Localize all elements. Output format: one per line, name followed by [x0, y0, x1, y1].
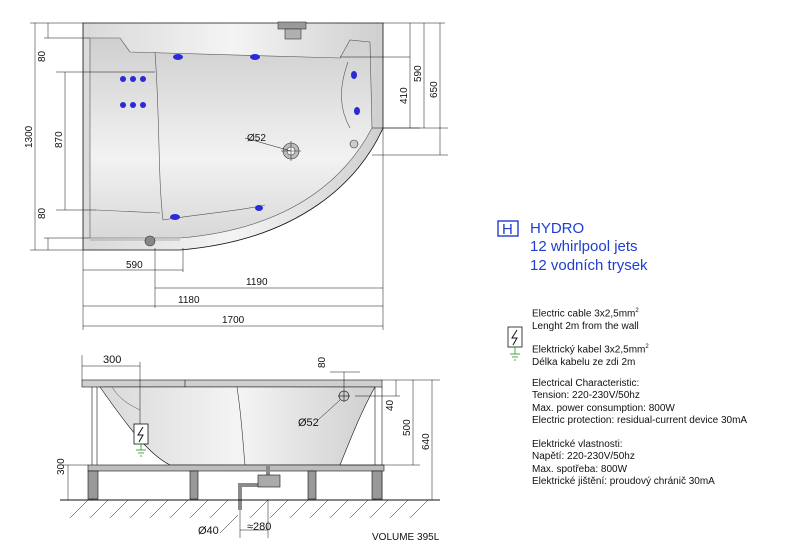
dim-1190: 1190	[246, 277, 268, 288]
electric-cable-cz: Elektrický kabel 3x2,5mm2 Délka kabelu z…	[532, 341, 649, 369]
side-dim-80: 80	[317, 356, 328, 368]
pipe-label: Ø40	[198, 525, 219, 537]
jet-icon	[120, 76, 126, 82]
dim-1300: 1300	[24, 125, 35, 148]
char-cz-power: Max. spotřeba: 800W	[532, 463, 628, 475]
electrical-characteristic-cz: Elektrické vlastnosti: Napětí: 220-230V/…	[532, 439, 715, 489]
char-en-protection: Electric protection: residual-current de…	[532, 415, 748, 427]
hydro-legend: H HYDRO 12 whirlpool jets 12 vodních try…	[497, 220, 648, 274]
dim-1180: 1180	[178, 295, 200, 306]
jet-icon	[140, 102, 146, 108]
volume-label: VOLUME 395L	[372, 532, 440, 543]
faucet-icon	[277, 21, 307, 40]
overflow-icon	[144, 235, 156, 247]
jet-icon	[170, 214, 180, 220]
char-cz-protection: Elektrické jištění: proudový chránič 30m…	[532, 476, 715, 488]
pipe-distance: ≈280	[247, 521, 271, 533]
electrical-characteristic-en: Electrical Characteristic: Tension: 220-…	[532, 378, 747, 428]
jet-icon	[250, 54, 260, 60]
jet-icon	[255, 205, 263, 211]
cable-en-sup: 2	[635, 308, 639, 314]
side-drain-label: Ø52	[298, 417, 319, 429]
jet-icon	[120, 102, 126, 108]
dim-bottom-80: 80	[37, 207, 48, 219]
length-cz: Délka kabelu ze zdi 2m	[532, 356, 636, 368]
floor-hatch	[69, 499, 429, 519]
whirlpool-jets	[120, 54, 360, 220]
dim-590-bottom: 590	[126, 260, 143, 271]
side-dim-300-left: 300	[56, 458, 67, 475]
side-dim-640: 640	[421, 433, 432, 450]
hydro-jets-en: 12 whirlpool jets	[530, 238, 638, 255]
cable-cz-sup: 2	[645, 344, 649, 350]
top-view	[82, 21, 384, 251]
top-dimensions	[30, 22, 448, 330]
char-cz-title: Elektrické vlastnosti:	[532, 439, 623, 450]
char-en-title: Electrical Characteristic:	[532, 378, 640, 389]
drain-pipe	[238, 465, 270, 510]
cable-cz: Elektrický kabel 3x2,5mm	[532, 344, 646, 356]
drain-label: Ø52	[247, 133, 266, 144]
dim-410: 410	[399, 87, 410, 104]
jet-icon	[351, 71, 357, 79]
jet-icon	[130, 102, 136, 108]
dim-1700: 1700	[222, 315, 245, 326]
char-en-tension: Tension: 220-230V/50hz	[532, 390, 640, 402]
side-dim-500: 500	[402, 419, 413, 436]
electric-symbol-icon	[507, 326, 523, 361]
side-electric-icon	[133, 423, 149, 457]
dim-650: 650	[429, 81, 440, 98]
length-en: Lenght 2m from the wall	[532, 320, 639, 332]
jet-icon	[354, 107, 360, 115]
char-en-power: Max. power consumption: 800W	[532, 402, 675, 414]
jet-icon	[173, 54, 183, 60]
electric-cable-en: Electric cable 3x2,5mm2 Lenght 2m from t…	[532, 305, 639, 333]
dim-590-right: 590	[413, 65, 424, 82]
side-dim-40: 40	[385, 399, 396, 411]
side-dim-300-top: 300	[103, 354, 121, 366]
char-cz-tension: Napětí: 220-230V/50hz	[532, 451, 635, 463]
side-dimensions	[62, 355, 440, 538]
hydro-jets-cz: 12 vodních trysek	[530, 257, 648, 274]
side-view	[60, 379, 440, 510]
dim-870: 870	[54, 131, 65, 148]
hydro-badge: H	[502, 221, 513, 238]
hydro-title: HYDRO	[530, 220, 584, 237]
tub-basin	[89, 37, 373, 239]
dim-top-80: 80	[37, 50, 48, 62]
cable-en: Electric cable 3x2,5mm	[532, 308, 636, 320]
jet-icon	[130, 76, 136, 82]
jet-icon	[140, 76, 146, 82]
